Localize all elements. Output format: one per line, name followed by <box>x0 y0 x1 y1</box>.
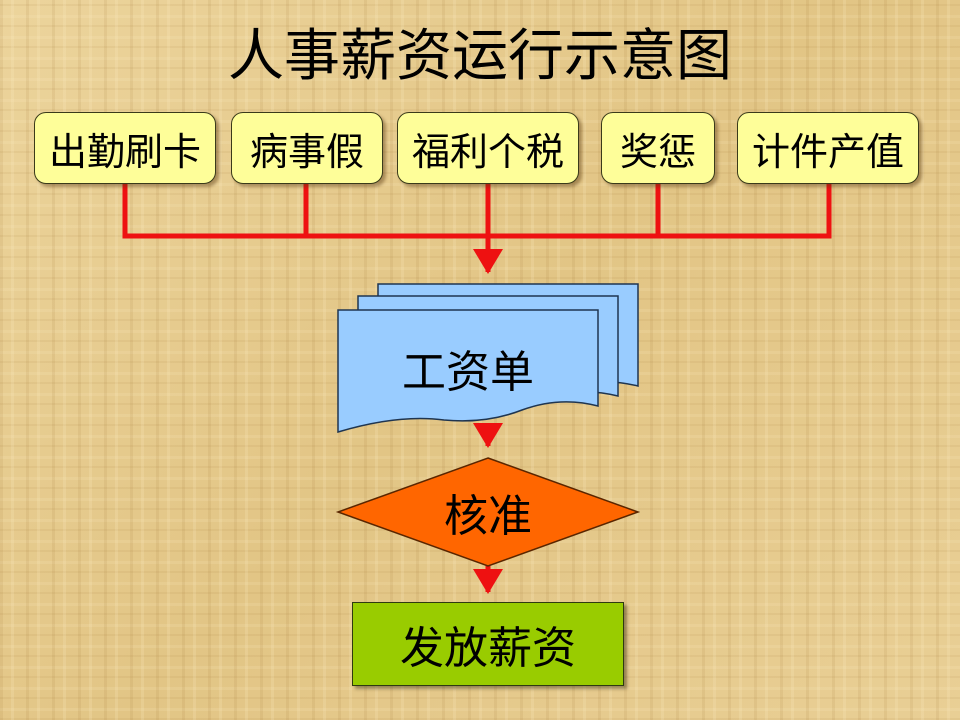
input-benefits-tax: 福利个税 <box>397 112 579 184</box>
pay-salary-label: 发放薪资 <box>400 623 576 674</box>
approval-diamond <box>335 457 641 567</box>
input-sick-personal-leave: 病事假 <box>231 112 383 184</box>
pay-salary-box: 发放薪资 <box>352 602 624 686</box>
input-leave-label: 病事假 <box>249 129 364 174</box>
input-piecework-output: 计件产值 <box>737 112 919 184</box>
input-benefits-tax-label: 福利个税 <box>411 129 564 174</box>
input-piecework-label: 计件产值 <box>751 129 904 174</box>
diagram-title: 人事薪资运行示意图 <box>228 24 732 89</box>
approval-label: 核准 <box>444 491 532 542</box>
payroll-document-stack <box>337 283 639 434</box>
input-reward-penalty: 奖惩 <box>601 112 715 184</box>
payroll-document-label: 工资单 <box>402 347 534 398</box>
input-attendance-label: 出勤刷卡 <box>48 129 201 174</box>
input-reward-penalty-label: 奖惩 <box>619 129 696 174</box>
document-sheet-front <box>337 309 599 434</box>
input-attendance: 出勤刷卡 <box>34 112 216 184</box>
